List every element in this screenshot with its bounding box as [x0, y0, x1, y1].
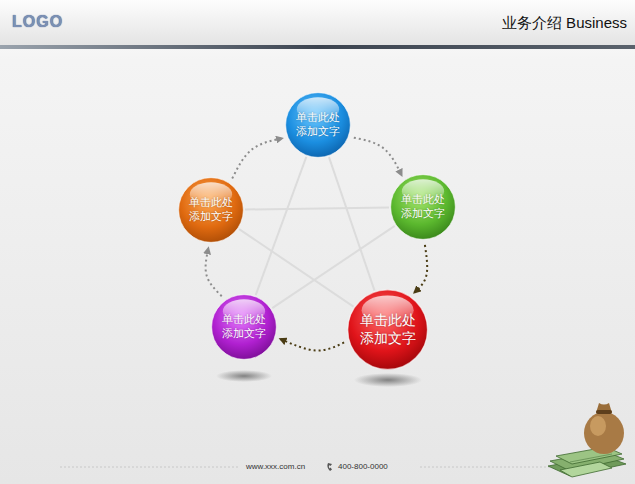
- flow-arrow: [354, 138, 402, 176]
- sphere-node: 单击此处 添加文字: [390, 174, 456, 240]
- website-text: www.xxx.com.cn: [246, 462, 305, 471]
- star-line: [245, 207, 389, 209]
- node-text: 单击此处 添加文字: [186, 196, 237, 224]
- sphere-node: 单击此处 添加文字: [285, 92, 351, 158]
- node-text: 单击此处 添加文字: [293, 111, 344, 139]
- flow-arrow: [280, 339, 344, 351]
- flow-arrow: [232, 138, 282, 178]
- star-line: [256, 157, 307, 295]
- node-text: 单击此处 添加文字: [219, 313, 270, 341]
- node-text: 单击此处 添加文字: [398, 193, 449, 221]
- phone-text: 400-800-0000: [338, 462, 388, 471]
- star-line: [239, 229, 353, 307]
- sphere-node: 单击此处 添加文字: [347, 289, 428, 370]
- page-title: 业务介绍 Business: [502, 14, 627, 33]
- node-text: 单击此处 添加文字: [356, 312, 420, 347]
- flow-arrow: [206, 248, 222, 296]
- star-line: [329, 157, 375, 290]
- logo-text: LOGO: [12, 13, 63, 31]
- sphere-node: 单击此处 添加文字: [211, 294, 277, 360]
- flow-arrow: [414, 245, 427, 293]
- sphere-node: 单击此处 添加文字: [178, 177, 244, 243]
- money-bag: [548, 403, 626, 477]
